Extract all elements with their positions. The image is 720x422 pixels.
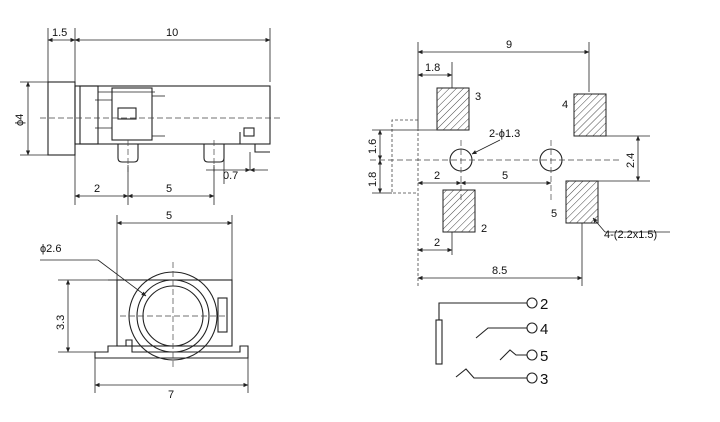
terminal-2: [526, 297, 538, 309]
dim-total-top: 9: [506, 39, 512, 51]
dim-pad-offset: 1.8: [425, 62, 440, 74]
pad-label-3: 3: [475, 91, 481, 103]
dim-total-bottom: 8.5: [492, 265, 507, 277]
pad-2: [442, 189, 476, 233]
schematic-wire-2: [438, 302, 527, 320]
dim-width-top: 5: [166, 210, 172, 222]
flange-outline: [391, 119, 418, 194]
terminal-3: [526, 372, 538, 384]
jack-flange: [47, 81, 76, 156]
dim-length: 10: [166, 27, 178, 39]
pad-label-2: 2: [481, 223, 487, 235]
dim-hole-pitch: 5: [502, 170, 508, 182]
dim-pad-width: 2: [434, 237, 440, 249]
pad-leader: [592, 217, 606, 233]
dim-height: 3.3: [55, 315, 67, 330]
pad-label-5: 5: [551, 208, 557, 220]
dim-width-bottom: 7: [168, 389, 174, 401]
schematic-wire-5: [499, 349, 527, 361]
jack-housing: [74, 85, 271, 145]
schematic-wire-3: [455, 368, 527, 379]
schematic-wire-4: [475, 327, 527, 339]
pin-label-3: 3: [540, 371, 548, 388]
pad-5: [565, 180, 599, 224]
dim-flange: 1.5: [52, 27, 67, 39]
front-base: [94, 339, 249, 359]
side-view: 1.5 10 ϕ4 2 5: [14, 27, 282, 205]
pin-label-4: 4: [540, 321, 548, 338]
dim-pin-pitch: 5: [166, 183, 172, 195]
schematic-sleeve: [435, 319, 443, 365]
dim-pad-note: 4-(2.2x1.5): [604, 229, 657, 241]
dim-bore: ϕ2.6: [40, 243, 61, 255]
dim-hole-offset: 2: [434, 170, 440, 182]
pin-label-5: 5: [540, 348, 548, 365]
terminal-5: [526, 349, 538, 361]
terminal-4: [526, 322, 538, 334]
dim-tab: 0.7: [223, 170, 238, 182]
dim-pin-offset: 2: [94, 183, 100, 195]
dim-left-upper: 1.6: [367, 139, 379, 154]
front-view: 5 ϕ2.6 3.3 7: [40, 210, 249, 401]
solder-tab: [239, 132, 270, 153]
pin-label-2: 2: [540, 296, 548, 313]
pad-3: [436, 87, 470, 131]
schematic: 2 4 5 3: [435, 296, 548, 388]
dim-hole-note: 2-ϕ1.3: [489, 128, 520, 140]
dim-left-lower: 1.8: [367, 172, 379, 187]
pad-4: [573, 93, 607, 137]
footprint-view: 9 1.8 3 4 2 5 2-ϕ1.3 1.6 1.8 2: [367, 39, 670, 286]
hole-leader: [471, 139, 501, 155]
dim-right-pitch: 2.4: [625, 153, 637, 168]
pad-label-4: 4: [562, 99, 568, 111]
contact-spring: [111, 87, 153, 141]
dim-diameter: ϕ4: [14, 114, 26, 126]
bore-leader: [97, 259, 147, 297]
